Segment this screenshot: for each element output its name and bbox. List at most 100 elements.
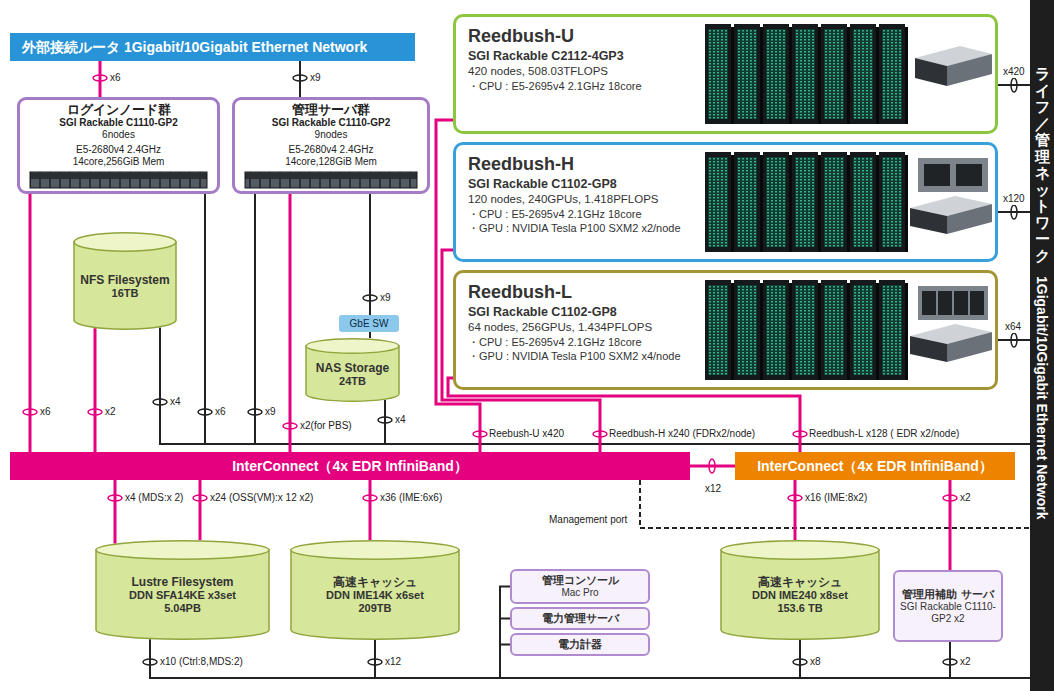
- connector: [369, 332, 371, 338]
- rack-cabinet: [850, 152, 879, 252]
- edge-label: x120: [1002, 193, 1026, 205]
- chassis-front: [910, 336, 947, 362]
- rack-cabinet: [821, 152, 850, 252]
- node-text: DDN SFA14KE x3set: [129, 589, 236, 602]
- node-text: 9nodes: [272, 129, 390, 141]
- gpu-server: [910, 158, 992, 234]
- connector: [690, 465, 735, 468]
- edge-label: x2(for PBS): [299, 420, 353, 432]
- rack-cabinet: [792, 24, 821, 124]
- network-bar: ライフ／管理ネットワーク1Gigabit/10Gigabit Ethernet …: [1030, 0, 1054, 691]
- bundle-ring: [143, 659, 157, 665]
- bundle-ring: [363, 295, 377, 301]
- rack-cabinet: [734, 280, 763, 380]
- node-text: SGI Rackable C1110-GP2 x2: [899, 601, 997, 625]
- edge-label: x10 (Ctrl:8,MDS:2): [159, 656, 244, 668]
- device-box: 電力計器: [510, 633, 650, 656]
- edge-label: Reebush-U x420: [488, 428, 565, 440]
- connector: [998, 84, 1030, 86]
- cylinder-top: [74, 233, 176, 252]
- rack-cabinet: [763, 280, 792, 380]
- node-text: 14core,128GiB Mem: [272, 156, 390, 168]
- server-group-box: ログインノード群SGI Rackable C1110-GP26nodesE5-2…: [17, 97, 220, 194]
- connector: [94, 328, 97, 452]
- bundle-ring: [788, 495, 802, 501]
- edge-label: x9: [379, 292, 392, 304]
- edge-label: x16 (IME:8x2): [804, 492, 868, 504]
- network-bar: 外部接続ルータ 1Gigabit/10Gigabit Ethernet Netw…: [10, 33, 415, 61]
- edge-label: Reedbush-H x240 (FDRx2/node): [608, 428, 756, 440]
- connector: [385, 400, 1030, 444]
- node-text: 153.6 TB: [752, 602, 848, 615]
- rack-row: [705, 152, 908, 252]
- cache-cylinder: 高速キャッシュDDN IME240 x8set153.6 TB: [720, 540, 880, 640]
- bundle-ring: [23, 409, 37, 415]
- connector: [205, 194, 1030, 444]
- bundle-ring: [153, 399, 167, 405]
- cylinder-body: [96, 550, 269, 639]
- interconnect-bar: InterConnect（4x EDR InfiniBand）: [10, 452, 690, 480]
- chassis-front: [910, 208, 947, 234]
- cylinder-top: [721, 541, 879, 560]
- node-text: 管理コンソール: [542, 574, 619, 587]
- chassis-side: [947, 204, 992, 234]
- bundle-ring: [593, 431, 607, 437]
- edge-label: x4: [394, 414, 407, 426]
- bundle-ring: [193, 495, 207, 501]
- bundle-ring: [108, 495, 122, 501]
- connector: [199, 480, 202, 540]
- cache-cylinder: 高速キャッシュDDN IME14K x6set209TB: [290, 540, 460, 640]
- node-text: 1Gigabit/10Gigabit Ethernet Network: [1033, 276, 1051, 520]
- rack-cabinet: [763, 152, 792, 252]
- rack-cabinet: [792, 152, 821, 252]
- node-text: 管理用補助 サーバ: [899, 588, 997, 601]
- cylinder-body: [306, 346, 399, 401]
- edge-label: x420: [1002, 66, 1026, 78]
- edge-label: Management port: [548, 514, 628, 526]
- connector: [998, 339, 1030, 341]
- connector: [289, 194, 292, 452]
- server-chassis: [915, 46, 992, 86]
- node-text: Lustre Filesystem: [129, 575, 236, 589]
- gpu-board: [918, 158, 988, 192]
- gpu-board: [918, 286, 988, 320]
- bundle-ring: [793, 431, 807, 437]
- node-text: SGI Rackable C1102-GP8: [468, 176, 681, 192]
- connector: [299, 61, 301, 97]
- node-text: Reedbush-L: [468, 281, 681, 303]
- edge-label: x12: [704, 483, 722, 495]
- bundle-ring: [88, 409, 102, 415]
- node-text: 電力計器: [558, 638, 602, 651]
- chassis-side: [947, 54, 992, 86]
- rack-cabinet: [879, 280, 908, 380]
- node-text: SGI Rackable C2112-4GP3: [468, 48, 642, 64]
- node-text: SGI Rackable C1110-GP2: [272, 117, 390, 129]
- node-text: E5-2680v4 2.4GHz: [59, 144, 177, 156]
- node-text: 5.04PB: [129, 602, 236, 615]
- node-text: SGI Rackable C1110-GP2: [59, 117, 177, 129]
- edge-label: x2: [959, 492, 972, 504]
- bundle-ring: [473, 431, 487, 437]
- node-text: 24TB: [316, 375, 389, 388]
- node-text: ・CPU : E5-2695v4 2.1GHz 18core: [468, 79, 642, 93]
- rack-cabinet: [705, 24, 734, 124]
- bundle-ring: [363, 495, 377, 501]
- edge-label: x6: [214, 406, 227, 418]
- gpu-module: [922, 291, 936, 315]
- node-text: 管理サーバ群: [272, 103, 390, 117]
- rack-cabinet: [792, 280, 821, 380]
- node-text: 高速キャッシュ: [752, 575, 848, 589]
- bundle-ring: [709, 459, 715, 473]
- node-text: ・CPU : E5-2695v4 2.1GHz 18core: [468, 207, 681, 221]
- gpu-server: [910, 286, 992, 362]
- rack-server: [245, 172, 417, 188]
- switch-box: GbE SW: [339, 315, 399, 332]
- node-text: ・CPU : E5-2695v4 2.1GHz 18core: [468, 335, 681, 349]
- edge-label: x8: [809, 656, 822, 668]
- node-text: GbE SW: [350, 318, 389, 330]
- gpu-module: [970, 291, 984, 315]
- edge-label: x6: [109, 72, 122, 84]
- connector: [114, 480, 117, 544]
- connector: [794, 480, 797, 540]
- edge-label: Reedbush-L x128 ( EDR x2/node): [808, 428, 960, 440]
